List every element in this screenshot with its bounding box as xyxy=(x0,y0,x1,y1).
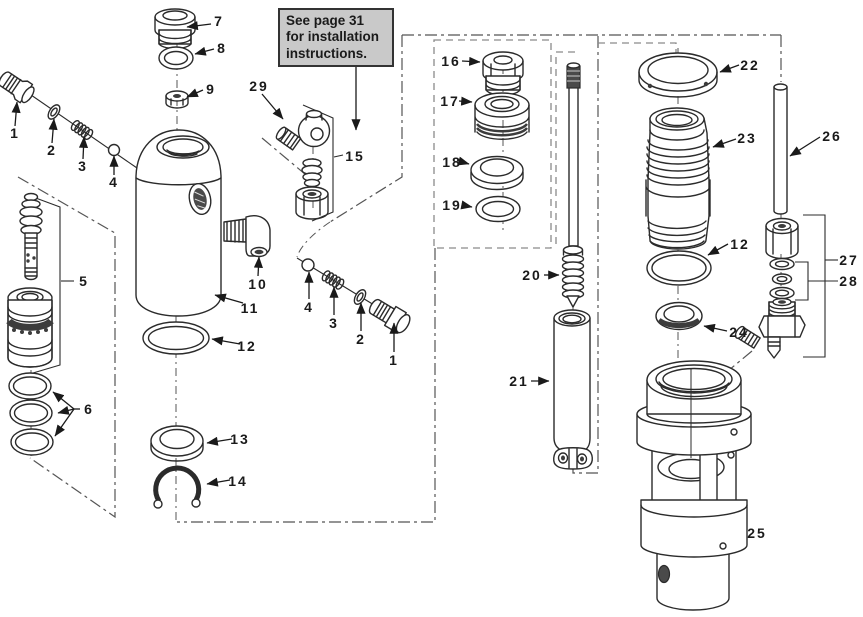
callout-6: 6 xyxy=(84,401,94,417)
callout-13: 13 xyxy=(230,431,250,447)
part-5-valve-assembly xyxy=(6,192,54,368)
callout-19: 19 xyxy=(442,197,462,213)
part-20-piston-rod xyxy=(561,62,585,308)
callout-28: 28 xyxy=(839,273,859,289)
part-2-left-washer xyxy=(47,104,61,120)
callout-1-left: 1 xyxy=(10,125,20,141)
bracket-5 xyxy=(32,196,74,374)
bracket-27 xyxy=(803,214,838,358)
callout-4-left: 4 xyxy=(109,174,119,190)
part-4-right-ball xyxy=(301,258,315,272)
callout-11: 11 xyxy=(240,300,260,316)
part-10-elbow xyxy=(223,215,271,258)
part-18-washer xyxy=(470,155,524,191)
part-12-left-oring xyxy=(142,321,210,355)
part-27-valve-body xyxy=(734,297,806,359)
leader-arrows xyxy=(11,21,821,487)
callout-16: 16 xyxy=(441,53,461,69)
callout-9: 9 xyxy=(206,81,216,97)
callout-12-left: 12 xyxy=(237,338,257,354)
part-26-tube xyxy=(773,83,788,215)
callout-14: 14 xyxy=(228,473,248,489)
callout-22: 22 xyxy=(740,57,760,73)
part-28-washers xyxy=(769,257,795,300)
callout-29: 29 xyxy=(249,78,269,94)
part-1-left-plug xyxy=(0,71,35,104)
note-line-2: for installation xyxy=(286,29,380,45)
callout-10: 10 xyxy=(248,276,268,292)
part-11-pump-body xyxy=(135,129,222,317)
callout-1-right: 1 xyxy=(389,352,399,368)
part-29-swivel-elbow xyxy=(275,109,331,151)
part-2-right-washer xyxy=(353,289,367,305)
part-19-oring xyxy=(475,195,521,223)
part-24-seal-ring xyxy=(655,301,703,331)
callout-5: 5 xyxy=(79,273,89,289)
part-4-left-ball xyxy=(107,143,121,157)
note-line-1: See page 31 xyxy=(286,13,365,28)
part-25-intake-housing xyxy=(636,360,752,611)
callout-3-left: 3 xyxy=(78,158,88,174)
part-8-oring xyxy=(158,46,194,70)
callout-12-right: 12 xyxy=(730,236,750,252)
part-16-packing-nut xyxy=(482,51,524,96)
callout-23: 23 xyxy=(737,130,757,146)
callout-15: 15 xyxy=(345,148,365,164)
part-27-nut xyxy=(765,217,799,260)
callout-4-right: 4 xyxy=(304,299,314,315)
callout-17: 17 xyxy=(440,93,460,109)
callout-26: 26 xyxy=(822,128,842,144)
part-12-right-oring xyxy=(646,250,712,286)
note-line-3: instructions. xyxy=(286,45,368,61)
part-17-packing-set xyxy=(474,92,530,140)
callout-2-left: 2 xyxy=(47,142,57,158)
callout-27: 27 xyxy=(839,252,859,268)
callout-2-right: 2 xyxy=(356,331,366,347)
part-21-cylinder xyxy=(553,309,593,470)
part-6-orings xyxy=(8,372,54,456)
part-7-plug xyxy=(154,8,196,50)
callout-8: 8 xyxy=(217,40,227,56)
part-23-threaded-sleeve xyxy=(645,107,711,250)
bracket-28 xyxy=(795,261,838,301)
callout-25: 25 xyxy=(747,525,767,541)
part-22-retaining-ring xyxy=(638,52,718,98)
callout-7: 7 xyxy=(214,13,224,29)
part-15-fitting-assembly xyxy=(295,158,329,220)
part-14-snap-ring xyxy=(153,465,202,509)
callout-20: 20 xyxy=(522,267,542,283)
callout-24: 24 xyxy=(729,324,749,340)
callout-21: 21 xyxy=(509,373,529,389)
installation-note: See page 31 for installation instruction… xyxy=(278,8,394,68)
callout-3-right: 3 xyxy=(329,315,339,331)
part-1-right-plug xyxy=(368,298,411,334)
callout-18: 18 xyxy=(442,154,462,170)
part-13-seal-ring xyxy=(150,425,204,462)
